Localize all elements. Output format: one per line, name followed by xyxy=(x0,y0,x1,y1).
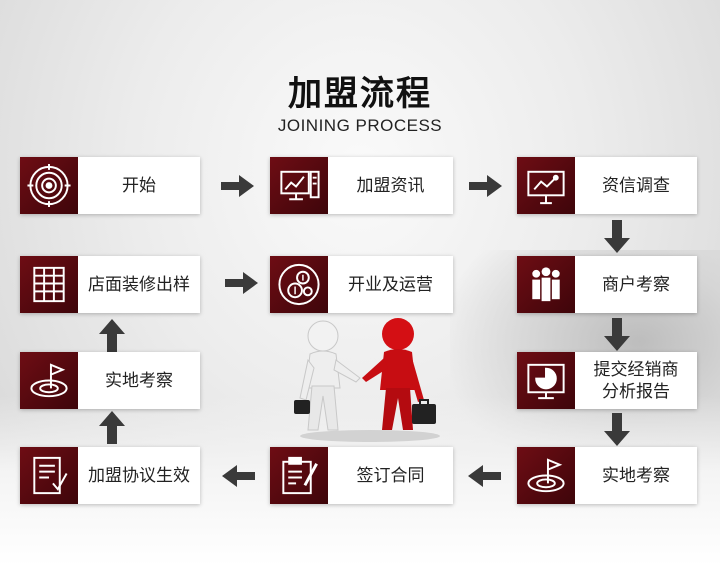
step-label: 开始 xyxy=(122,175,156,196)
arrow-down-icon xyxy=(604,318,630,351)
report-chart-icon xyxy=(517,352,575,409)
step-label: 实地考察 xyxy=(105,370,173,391)
step-site-visit-left: 实地考察 xyxy=(20,352,200,409)
arrow-left-icon xyxy=(222,465,255,487)
page-subtitle: JOINING PROCESS xyxy=(277,116,443,135)
step-opening: 开业及运营 xyxy=(270,256,453,313)
arrow-left-icon xyxy=(468,465,501,487)
step-label: 商户考察 xyxy=(602,274,670,295)
computer-chart-icon xyxy=(270,157,328,214)
arrow-right-icon xyxy=(221,175,254,197)
step-label: 实地考察 xyxy=(602,465,670,486)
step-site-visit-right: 实地考察 xyxy=(517,447,697,504)
presentation-board-icon xyxy=(517,157,575,214)
map-flag-icon xyxy=(20,352,78,409)
step-label: 签订合同 xyxy=(356,465,425,486)
grid-plan-icon xyxy=(20,256,78,313)
step-label: 提交经销商 分析报告 xyxy=(593,359,679,402)
arrow-up-icon xyxy=(99,411,125,444)
coins-icon xyxy=(270,256,328,313)
step-label: 开业及运营 xyxy=(348,274,433,295)
handshake-figures-illustration xyxy=(294,318,440,442)
step-label: 加盟资讯 xyxy=(356,175,425,196)
step-start: 开始 xyxy=(20,157,200,214)
arrow-right-icon xyxy=(469,175,502,197)
arrow-down-icon xyxy=(604,413,630,446)
step-label: 加盟协议生效 xyxy=(88,465,190,486)
step-credit-check: 资信调查 xyxy=(517,157,697,214)
step-merchant-review: 商户考察 xyxy=(517,256,697,313)
arrow-down-icon xyxy=(604,220,630,253)
document-check-icon xyxy=(20,447,78,504)
contract-sign-icon xyxy=(270,447,328,504)
arrow-right-icon xyxy=(225,272,258,294)
step-sign-contract: 签订合同 xyxy=(270,447,453,504)
target-icon xyxy=(20,157,78,214)
map-flag-icon xyxy=(517,447,575,504)
people-group-icon xyxy=(517,256,575,313)
step-label: 资信调查 xyxy=(602,175,670,196)
arrow-up-icon xyxy=(99,319,125,352)
step-label: 店面装修出样 xyxy=(88,274,190,295)
step-agreement-effective: 加盟协议生效 xyxy=(20,447,200,504)
step-decoration: 店面装修出样 xyxy=(20,256,200,313)
step-submit-report: 提交经销商 分析报告 xyxy=(517,352,697,409)
page-title: 加盟流程 xyxy=(288,74,432,114)
step-join-info: 加盟资讯 xyxy=(270,157,453,214)
